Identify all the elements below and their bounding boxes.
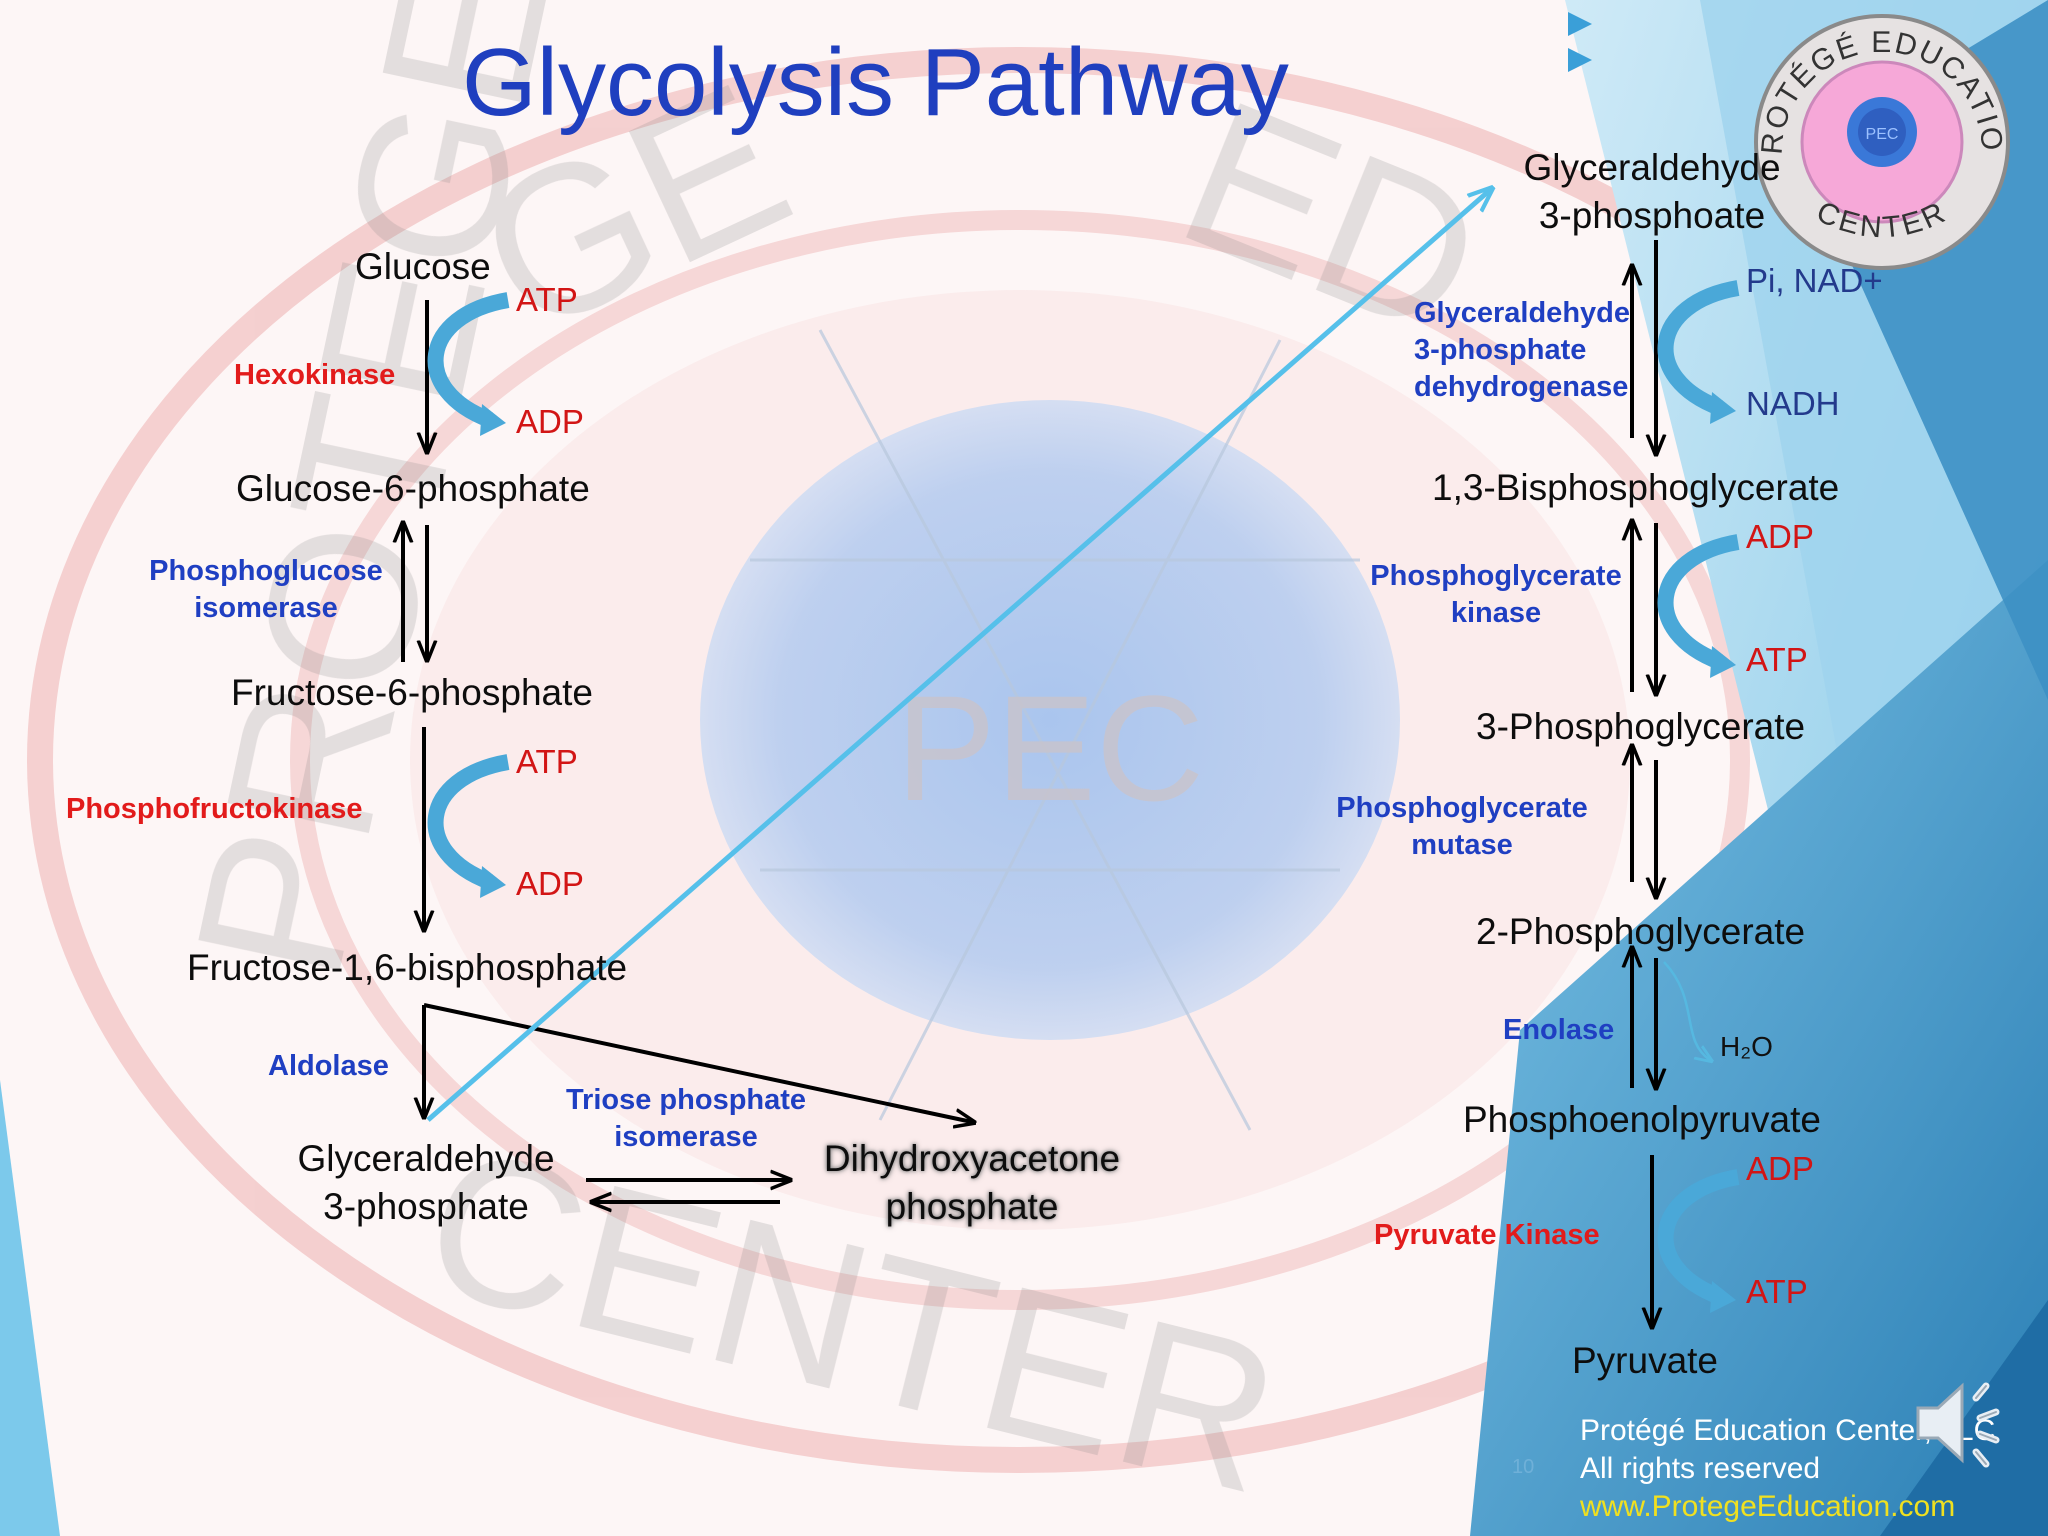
r-g3p-line1: Glyceraldehyde	[1523, 147, 1781, 188]
pgm-line2: mutase	[1411, 829, 1513, 861]
cofactor-pfk-in: ATP	[516, 743, 578, 780]
arrow-enolase-water	[1663, 961, 1710, 1060]
metabolite-fructose-6-phosphate: Fructose-6-phosphate	[231, 672, 593, 713]
enzyme-pyruvate-kinase: Pyruvate Kinase	[1374, 1219, 1600, 1251]
enzyme-triose-phosphate-isomerase: Triose phosphate isomerase	[552, 1082, 820, 1156]
cofactor-hexokinase-out: ADP	[516, 403, 584, 440]
gapdh-line3: dehydrogenase	[1414, 371, 1629, 403]
cofactor-enolase-water: H₂O	[1720, 1031, 1773, 1062]
enzyme-phosphoglycerate-mutase: Phosphoglycerate mutase	[1326, 790, 1598, 864]
speaker-icon[interactable]	[1910, 1368, 2010, 1478]
metabolite-pyruvate: Pyruvate	[1572, 1340, 1719, 1381]
enzyme-phosphofructokinase: Phosphofructokinase	[66, 793, 363, 825]
pgk-line1: Phosphoglycerate	[1370, 560, 1622, 592]
enzyme-phosphoglycerate-kinase: Phosphoglycerate kinase	[1360, 558, 1632, 632]
curved-arrow-gapdh	[1657, 280, 1740, 416]
watermark-lines	[750, 329, 1360, 1131]
cofactor-pgk-in: ADP	[1746, 518, 1814, 555]
metabolite-glucose-6-phosphate: Glucose-6-phosphate	[236, 468, 590, 509]
enzyme-aldolase: Aldolase	[268, 1050, 389, 1082]
pgi-line2: isomerase	[194, 592, 338, 624]
g3p-line2: 3-phosphate	[323, 1186, 529, 1227]
tpi-line2: isomerase	[614, 1121, 758, 1153]
dhap-line1: Dihydroxyacetone	[823, 1138, 1121, 1179]
gapdh-line1: Glyceraldehyde	[1414, 297, 1630, 329]
pgk-line2: kinase	[1450, 597, 1542, 629]
enzyme-enolase: Enolase	[1503, 1014, 1615, 1046]
g3p-line1: Glyceraldehyde	[297, 1138, 555, 1179]
panel-dark	[1470, 560, 2048, 1536]
tpi-line1: Triose phosphate	[565, 1084, 807, 1116]
metabolite-glyceraldehyde-3-phosphate: Glyceraldehyde 3-phosphate	[287, 1135, 565, 1231]
footer-url[interactable]: www.ProtegeEducation.com	[1580, 1490, 1956, 1523]
enzyme-gapdh: Glyceraldehyde 3-phosphate dehydrogenase	[1414, 295, 1630, 406]
metabolite-1-3-bisphosphoglycerate: 1,3-Bisphosphoglycerate	[1432, 467, 1840, 508]
cofactor-gapdh-out: NADH	[1746, 385, 1840, 422]
bullet-triangle-icon	[1568, 12, 1592, 36]
pgm-line1: Phosphoglycerate	[1336, 792, 1588, 824]
curved-arrow-hexokinase	[427, 292, 510, 428]
arrow-aldolase-to-dhap	[423, 1003, 972, 1122]
pgi-line1: Phosphoglucose	[149, 555, 383, 587]
cofactor-pk-in: ADP	[1746, 1150, 1814, 1187]
cofactor-hexokinase-in: ATP	[516, 281, 578, 318]
curved-arrow-pk	[1657, 1169, 1740, 1305]
gapdh-line2: 3-phosphate	[1414, 334, 1587, 366]
metabolite-fructose-1-6-bisphosphate: Fructose-1,6-bisphosphate	[187, 947, 628, 988]
footer-rights: All rights reserved	[1580, 1452, 1821, 1485]
logo: PEC PROTÉGÉ EDUCATION CENTER	[1740, 0, 2012, 272]
r-g3p-line2: 3-phosphoate	[1538, 195, 1766, 236]
cofactor-pfk-out: ADP	[516, 865, 584, 902]
metabolite-dihydroxyacetone-phosphate: Dihydroxyacetone phosphate	[810, 1135, 1134, 1231]
watermark-pec: PEC	[896, 664, 1204, 832]
link-arrow-g3p	[426, 190, 1490, 1122]
dhap-line2: phosphate	[885, 1186, 1059, 1227]
page-number: 10	[1512, 1456, 1535, 1478]
metabolite-glucose: Glucose	[355, 246, 491, 287]
logo-pec-text: PEC	[1866, 126, 1899, 143]
cofactor-pk-out: ATP	[1746, 1273, 1808, 1310]
cofactor-gapdh-in: Pi, NAD+	[1746, 262, 1883, 299]
curved-arrow-pgk	[1657, 534, 1740, 670]
enzyme-hexokinase: Hexokinase	[234, 359, 396, 391]
metabolite-2-phosphoglycerate: 2-Phosphoglycerate	[1476, 911, 1806, 952]
enzyme-phosphoglucose-isomerase: Phosphoglucose isomerase	[138, 553, 394, 627]
cofactor-pgk-out: ATP	[1746, 641, 1808, 678]
metabolite-glyceraldehyde-3-phosphoate: Glyceraldehyde 3-phosphoate	[1510, 144, 1794, 240]
curved-arrow-pfk	[427, 754, 510, 890]
metabolite-phosphoenolpyruvate: Phosphoenolpyruvate	[1463, 1099, 1821, 1140]
page-title: Glycolysis Pathway	[462, 29, 1289, 136]
metabolite-3-phosphoglycerate: 3-Phosphoglycerate	[1476, 706, 1806, 747]
